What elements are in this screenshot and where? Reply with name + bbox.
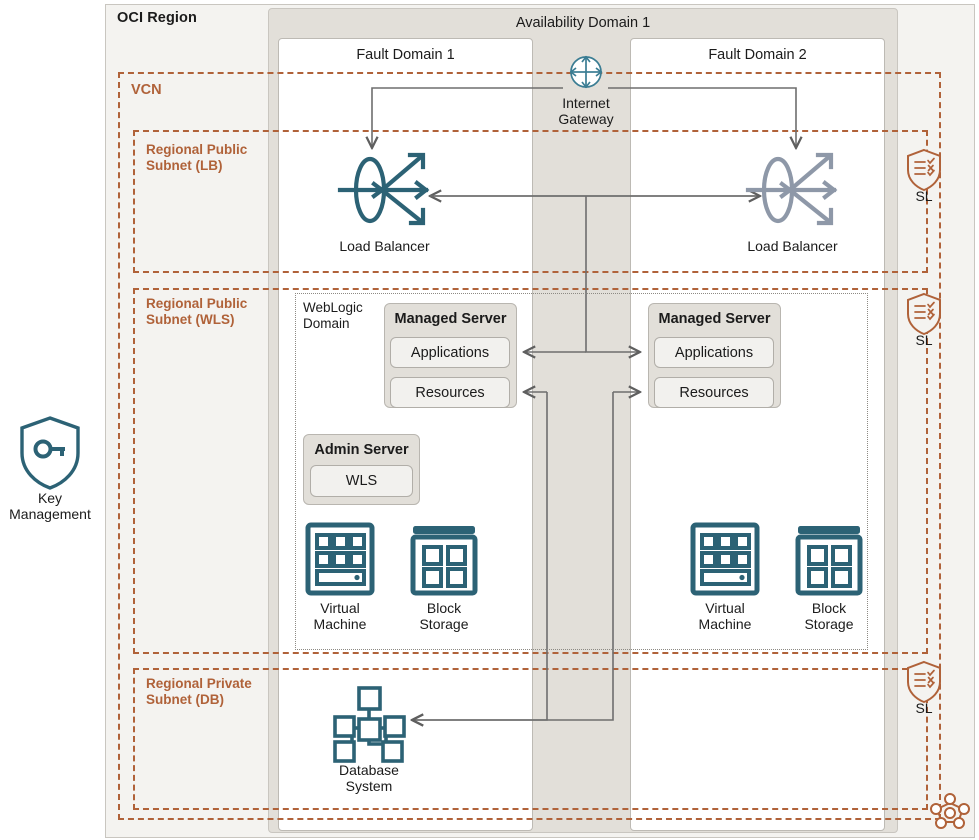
managed-server-1-title: Managed Server [394,311,507,327]
subnet-db-label-line2: Subnet (DB) [146,691,224,707]
weblogic-domain-label-line1: WebLogic [303,300,363,315]
subnet-wls-label-line2: Subnet (WLS) [146,311,235,327]
fault-domain-2-container [630,38,885,831]
subnet-wls-label: Regional Public Subnet (WLS) [146,296,281,328]
service-network-icon [930,792,972,832]
subnet-db-label-line1: Regional Private [146,676,252,691]
fault-domain-2-label: Fault Domain 2 [708,47,807,63]
virtual-machine-1-label-line2: Machine [313,616,367,633]
managed-server-1-resources[interactable]: Resources [390,377,510,408]
internet-gateway-label: Internet Gateway [526,95,646,127]
subnet-wls-label-line1: Regional Public [146,296,248,311]
oci-region-label: OCI Region [117,10,197,26]
managed-server-2-applications[interactable]: Applications [654,337,774,368]
block-storage-2-label: Block Storage [781,600,877,632]
virtual-machine-1-icon [305,522,375,596]
virtual-machine-2-label: Virtual Machine [677,600,773,632]
subnet-lb-label-line2: Subnet (LB) [146,157,223,173]
key-management-label: Key Management [0,490,100,522]
virtual-machine-2-label-line1: Virtual [705,600,745,616]
security-list-3-icon [905,660,943,704]
weblogic-domain-container [295,293,868,650]
admin-server-wls[interactable]: WLS [310,465,413,497]
weblogic-domain-label-line2: Domain [303,316,350,332]
database-system-label-line2: System [345,778,393,795]
managed-server-1-applications[interactable]: Applications [390,337,510,368]
block-storage-2-icon [794,522,864,596]
security-list-2-label: SL [915,332,933,348]
admin-server-title: Admin Server [314,442,409,458]
subnet-lb-label: Regional Public Subnet (LB) [146,142,276,174]
virtual-machine-1-label: Virtual Machine [292,600,388,632]
virtual-machine-2-label-line2: Machine [698,616,752,633]
block-storage-2-label-line2: Storage [804,616,854,633]
load-balancer-2-label: Load Balancer [747,238,838,254]
subnet-lb-label-line1: Regional Public [146,142,248,157]
availability-domain-label: Availability Domain 1 [515,15,651,31]
key-management-label-line2: Management [9,506,91,523]
security-list-3-label: SL [915,700,933,716]
managed-server-2-resources[interactable]: Resources [654,377,774,408]
security-list-2-icon [905,292,943,336]
block-storage-1-label-line1: Block [426,600,462,616]
database-system-icon [325,686,413,764]
key-management-label-line1: Key [37,490,63,506]
internet-gateway-icon [566,52,606,92]
security-list-1-label: SL [915,188,933,204]
fault-domain-1-label: Fault Domain 1 [356,47,455,63]
security-list-1-icon [905,148,943,192]
subnet-db-label: Regional Private Subnet (DB) [146,676,286,708]
block-storage-1-label-line2: Storage [419,616,469,633]
load-balancer-1-label: Load Balancer [339,238,430,254]
internet-gateway-label-line2: Gateway [558,111,614,128]
database-system-label-line1: Database [339,762,399,778]
database-system-label: Database System [315,762,423,794]
internet-gateway-label-line1: Internet [562,95,610,111]
virtual-machine-2-icon [690,522,760,596]
vcn-label: VCN [131,82,162,98]
load-balancer-1-icon [337,150,430,230]
virtual-machine-1-label-line1: Virtual [320,600,360,616]
managed-server-2-title: Managed Server [658,311,771,327]
block-storage-1-icon [409,522,479,596]
block-storage-1-label: Block Storage [396,600,492,632]
key-shield-icon [18,415,82,491]
vcn-container [118,72,941,820]
load-balancer-2-icon [745,150,838,230]
block-storage-2-label-line1: Block [811,600,847,616]
weblogic-domain-label: WebLogic Domain [303,300,365,332]
